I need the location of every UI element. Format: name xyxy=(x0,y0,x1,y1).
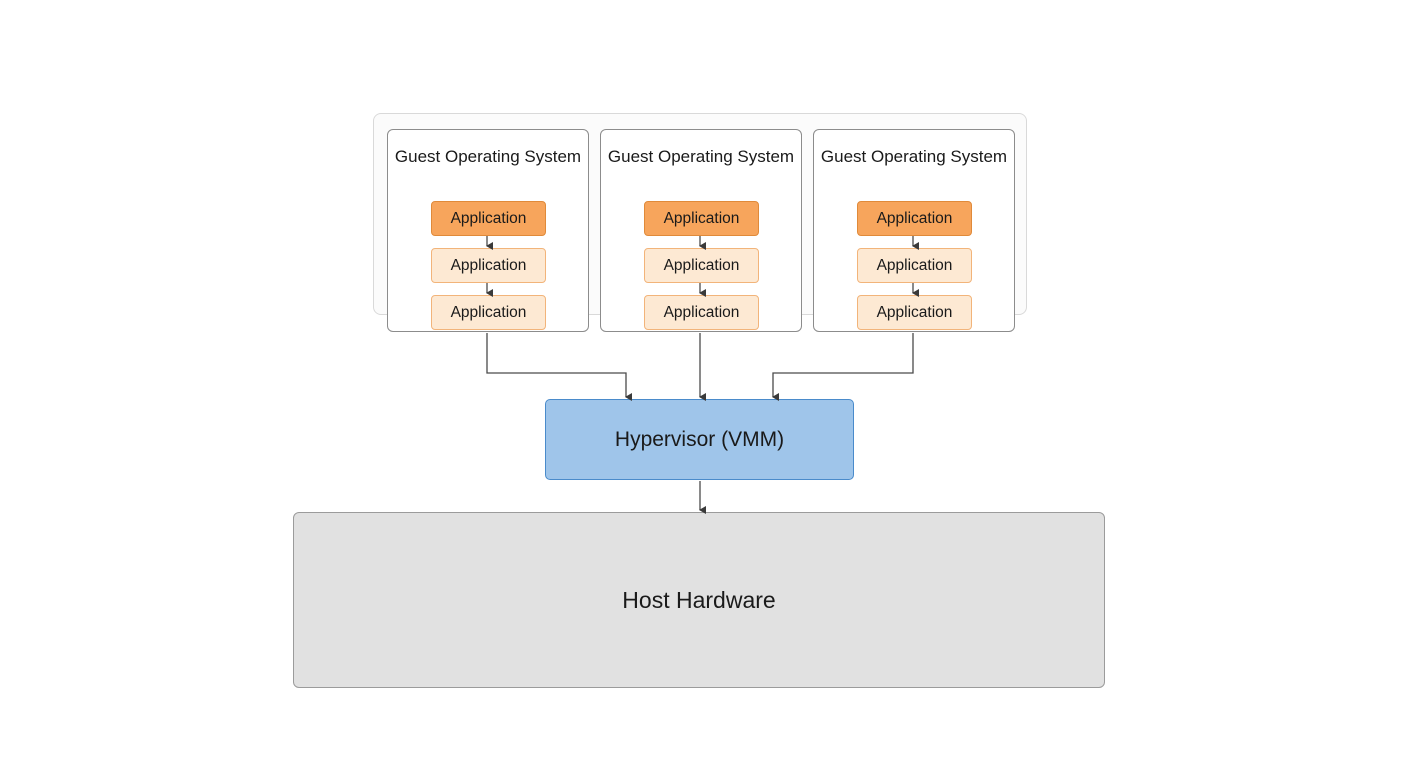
host-hardware-box: Host Hardware xyxy=(293,512,1105,688)
application-box: Application xyxy=(431,248,546,283)
host-hardware-label: Host Hardware xyxy=(622,586,776,613)
application-box: Application xyxy=(644,201,759,236)
guest-os-title: Guest Operating System xyxy=(394,147,582,166)
guest-os-title: Guest Operating System xyxy=(820,147,1008,166)
application-box: Application xyxy=(431,295,546,330)
guest-os-2: Guest Operating System Application Appli… xyxy=(600,129,802,332)
application-box: Application xyxy=(431,201,546,236)
application-box: Application xyxy=(857,295,972,330)
os1-to-hypervisor-arrow xyxy=(486,333,632,401)
hypervisor-label: Hypervisor (VMM) xyxy=(614,427,785,451)
application-box: Application xyxy=(857,201,972,236)
guest-os-1: Guest Operating System Application Appli… xyxy=(387,129,589,332)
hypervisor-box: Hypervisor (VMM) xyxy=(545,399,854,480)
application-box: Application xyxy=(644,248,759,283)
application-box: Application xyxy=(644,295,759,330)
guest-os-3: Guest Operating System Application Appli… xyxy=(813,129,1015,332)
application-box: Application xyxy=(857,248,972,283)
guest-os-title: Guest Operating System xyxy=(607,147,795,166)
os3-to-hypervisor-arrow xyxy=(772,333,914,401)
